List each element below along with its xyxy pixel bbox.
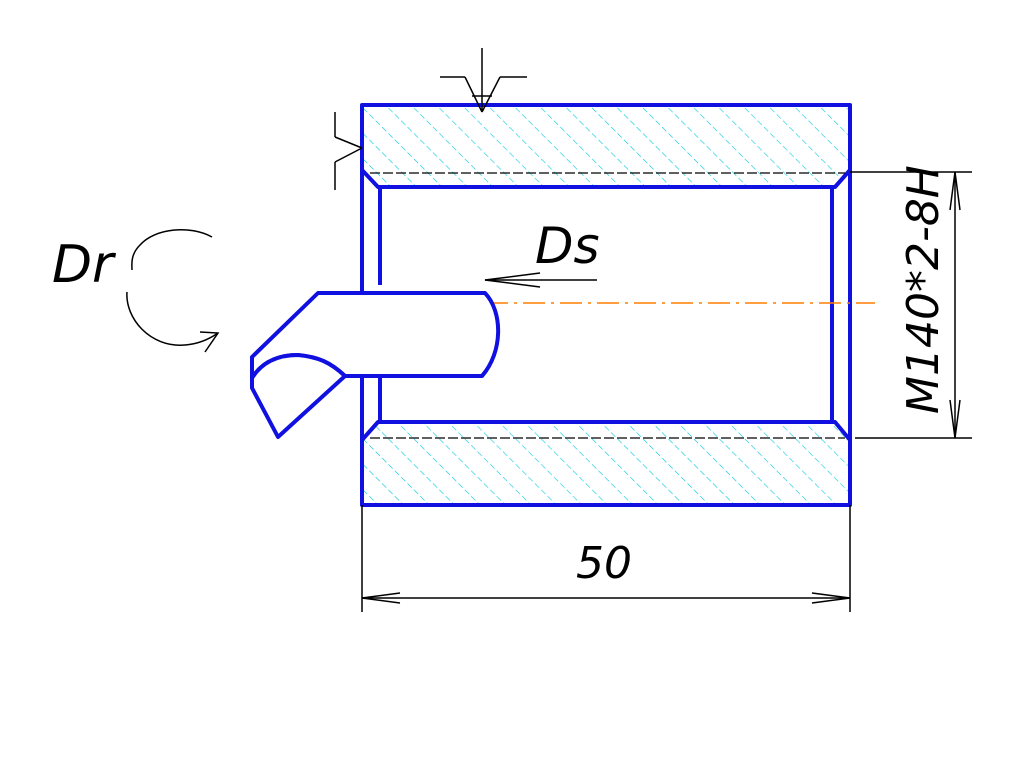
feed-label: Ds [535,217,600,275]
workpiece-top-wall [360,103,852,189]
feed-arrow-icon [484,272,597,288]
rotation-label: Dr [52,235,117,295]
thread-spec-label: M140*2-8H [898,165,949,414]
rotation-arrow-icon [126,228,220,353]
workpiece-bottom-wall [360,420,852,507]
roughness-symbol-left [334,112,363,190]
length-dimension [361,505,851,612]
thread-dimension [850,171,972,439]
length-label: 50 [576,538,632,589]
roughness-symbol-top [440,48,527,113]
thread-cutting-tool [250,291,501,439]
